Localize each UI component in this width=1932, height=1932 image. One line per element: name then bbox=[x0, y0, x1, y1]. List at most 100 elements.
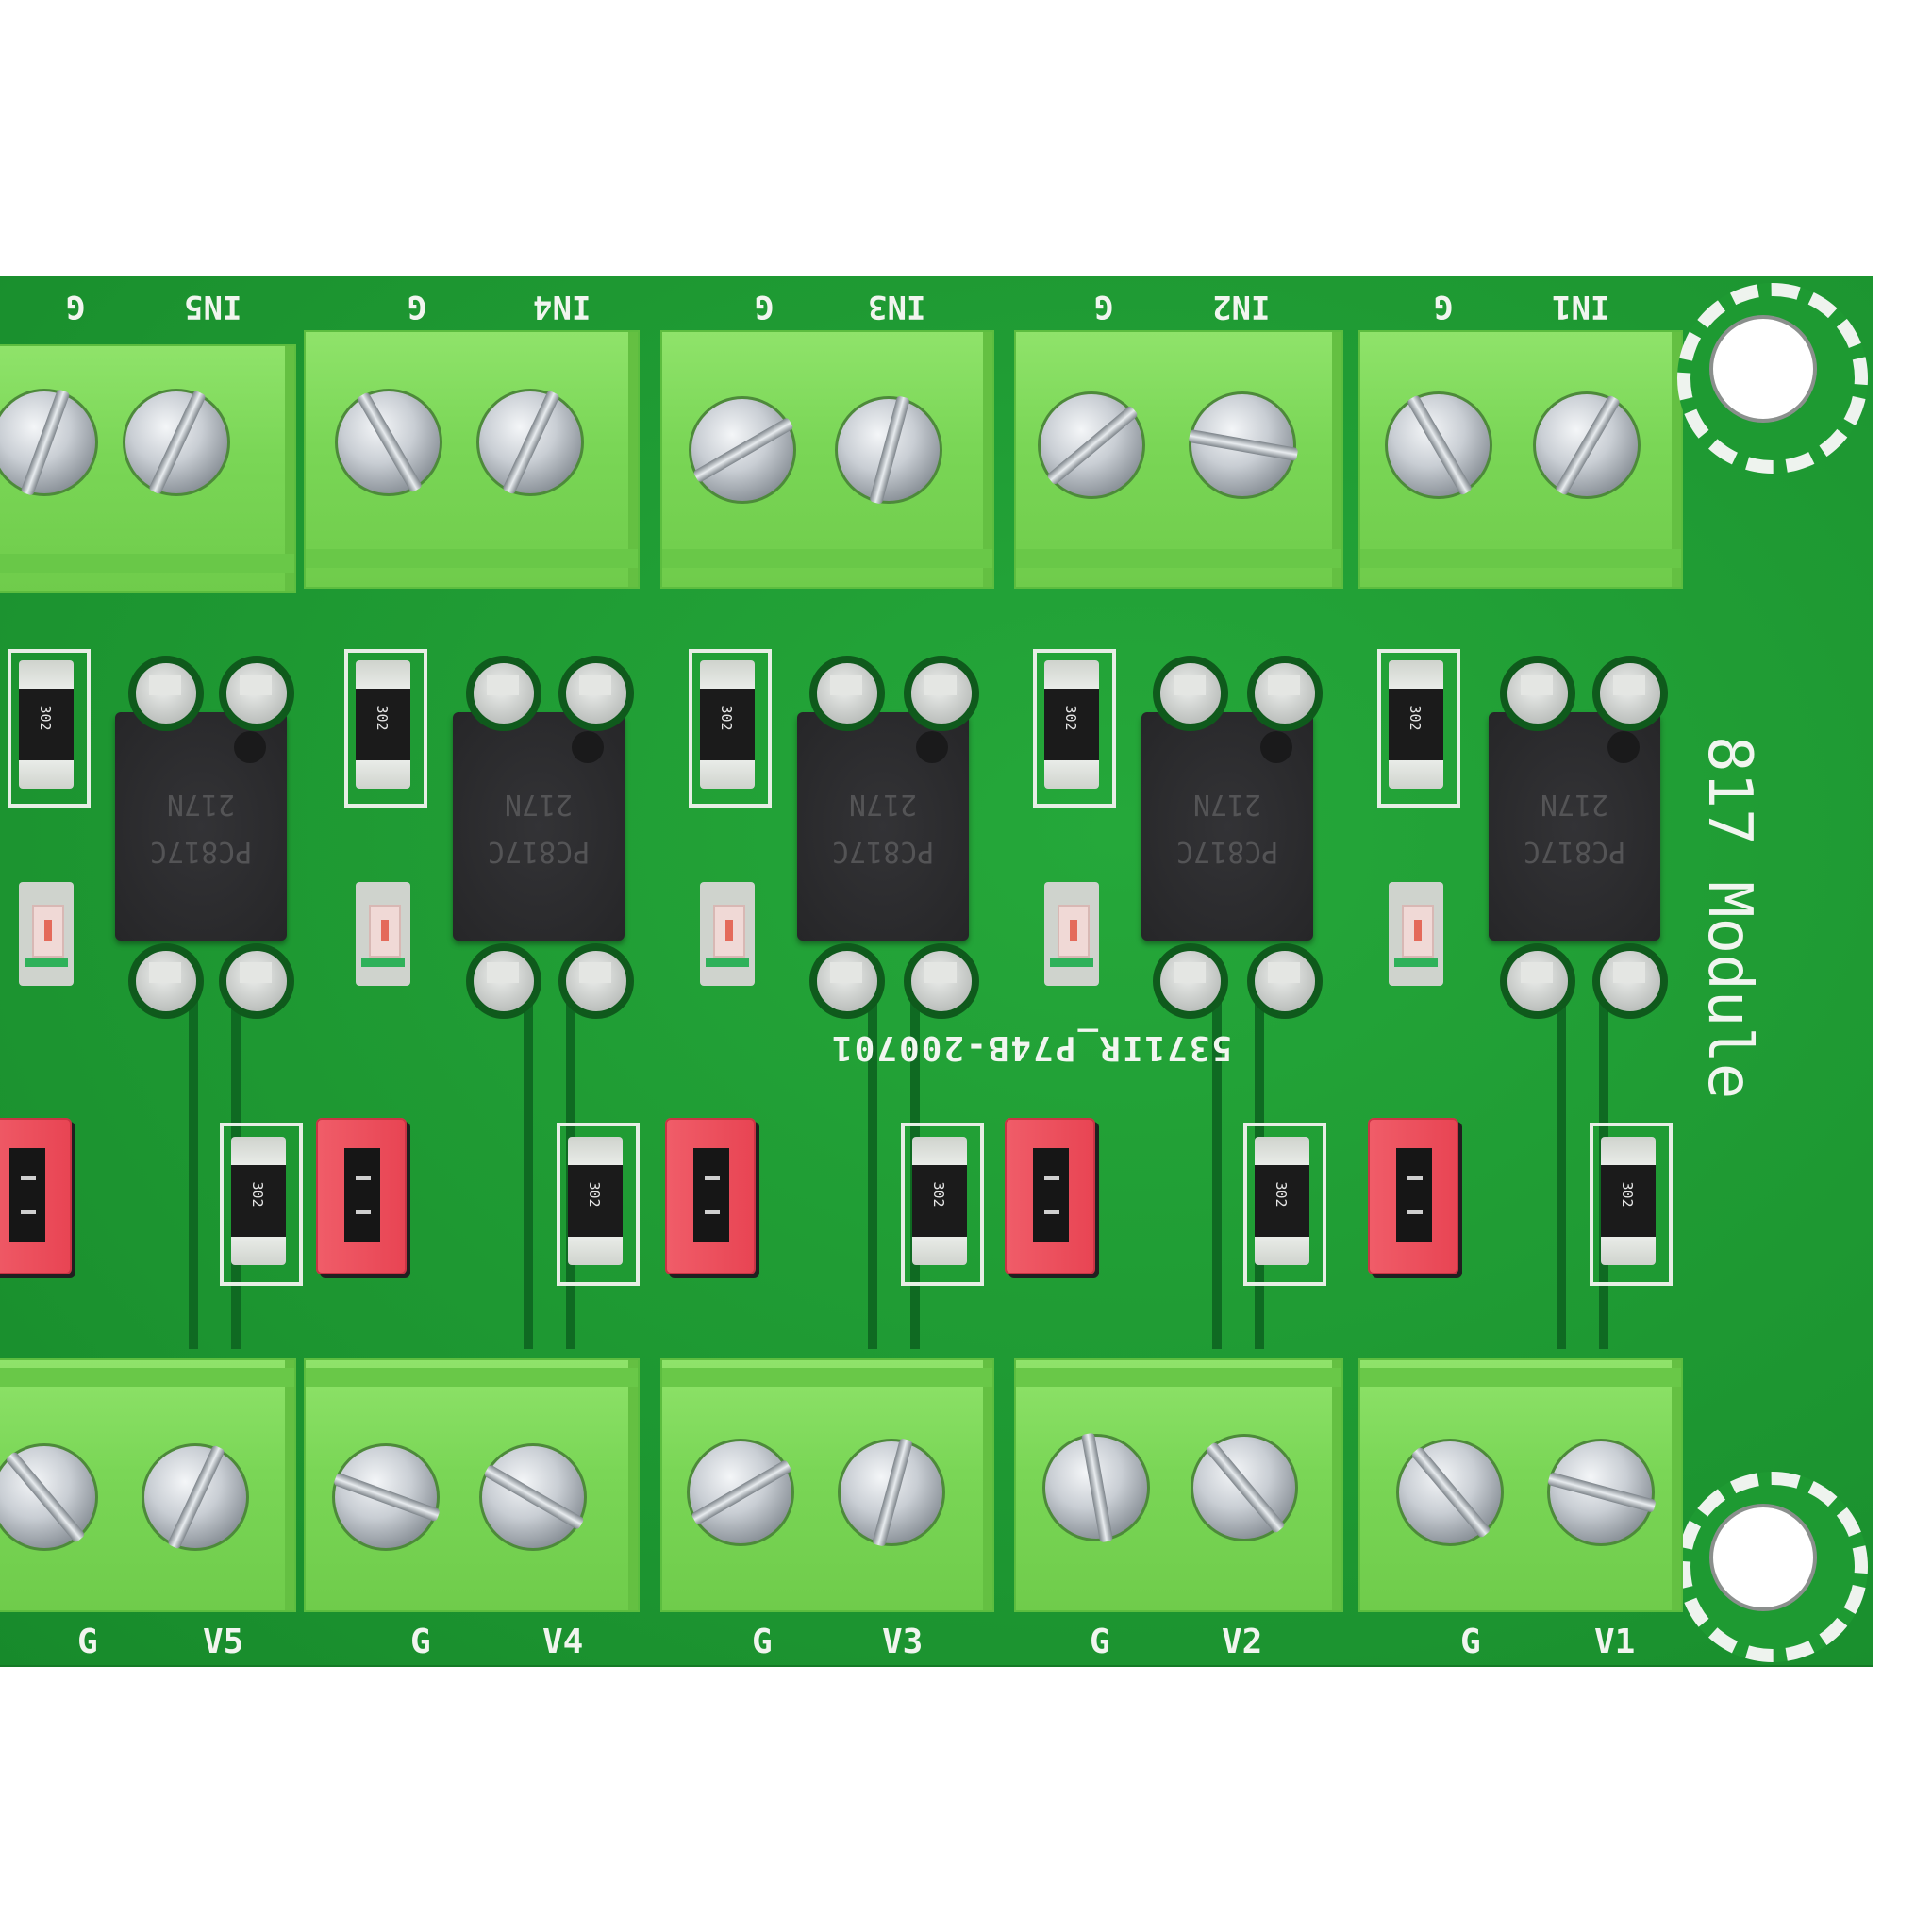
screw-g4[interactable] bbox=[335, 389, 442, 496]
solder-pad bbox=[1153, 656, 1228, 731]
solder-pad bbox=[219, 943, 294, 1019]
resistor-r1: 302 bbox=[1389, 660, 1443, 789]
resistor-outline bbox=[8, 649, 91, 808]
resistor-outline bbox=[1033, 649, 1116, 808]
silk-label-in1: IN1 bbox=[1552, 288, 1610, 325]
solder-pad bbox=[1592, 656, 1668, 731]
mounting-hole-top bbox=[1677, 283, 1868, 474]
optocoupler-chip-3: 217N PC817C bbox=[797, 712, 969, 941]
resistor-outline bbox=[1377, 649, 1460, 808]
solder-pad bbox=[809, 656, 885, 731]
resistor-outline bbox=[1590, 1123, 1673, 1286]
terminal-block-v4 bbox=[304, 1358, 640, 1612]
jumper-cap-3[interactable] bbox=[665, 1118, 756, 1274]
resistor-r3: 302 bbox=[700, 660, 755, 789]
silk-label-g-v3: G bbox=[752, 1623, 773, 1661]
silk-label-g-v1: G bbox=[1460, 1623, 1481, 1661]
jumper-cap-5[interactable] bbox=[0, 1118, 72, 1274]
resistor-outline bbox=[901, 1123, 984, 1286]
resistor-outline bbox=[344, 649, 427, 808]
indicator-led-1 bbox=[1389, 882, 1443, 986]
silk-label-g3: G bbox=[755, 288, 774, 325]
screw-g5[interactable] bbox=[0, 389, 98, 496]
silk-label-g2: G bbox=[1094, 288, 1114, 325]
silk-label-v5: V5 bbox=[203, 1623, 244, 1661]
solder-pad bbox=[1153, 943, 1228, 1019]
screw-g3[interactable] bbox=[689, 396, 796, 504]
indicator-led-5 bbox=[19, 882, 74, 986]
resistor-r6: 302 bbox=[1601, 1137, 1656, 1265]
silk-label-g5: G bbox=[66, 288, 86, 325]
screw-g2[interactable] bbox=[1038, 391, 1145, 499]
resistor-outline bbox=[557, 1123, 640, 1286]
pcb-trace bbox=[1212, 972, 1222, 1349]
indicator-led-3 bbox=[700, 882, 755, 986]
resistor-r2: 302 bbox=[1044, 660, 1099, 789]
solder-pad bbox=[809, 943, 885, 1019]
solder-pad bbox=[558, 943, 634, 1019]
screw-in2[interactable] bbox=[1188, 391, 1299, 499]
screw-v4[interactable] bbox=[479, 1443, 587, 1551]
silk-label-v3: V3 bbox=[882, 1623, 924, 1661]
silk-label-g-v4: G bbox=[410, 1623, 431, 1661]
silk-label-v1: V1 bbox=[1594, 1623, 1636, 1661]
solder-pad bbox=[1500, 656, 1575, 731]
pcb-trace bbox=[868, 972, 877, 1349]
screw-v5[interactable] bbox=[142, 1443, 249, 1551]
optocoupler-chip-1: 217N PC817C bbox=[1489, 712, 1660, 941]
resistor-outline bbox=[220, 1123, 303, 1286]
resistor-r8: 302 bbox=[912, 1137, 967, 1265]
solder-pad bbox=[219, 656, 294, 731]
resistor-outline bbox=[689, 649, 772, 808]
mounting-hole-bottom bbox=[1677, 1472, 1868, 1662]
solder-pad bbox=[904, 656, 979, 731]
silk-label-in4: IN4 bbox=[533, 288, 591, 325]
jumper-cap-2[interactable] bbox=[1005, 1118, 1095, 1274]
optocoupler-chip-2: 217N PC817C bbox=[1141, 712, 1313, 941]
solder-pad bbox=[904, 943, 979, 1019]
screw-v2[interactable] bbox=[1191, 1434, 1298, 1541]
screw-in5[interactable] bbox=[123, 389, 230, 496]
silk-label-in5: IN5 bbox=[184, 288, 242, 325]
pcb-trace bbox=[189, 972, 198, 1349]
resistor-r7: 302 bbox=[1255, 1137, 1309, 1265]
silk-label-v4: V4 bbox=[542, 1623, 584, 1661]
resistor-r4: 302 bbox=[356, 660, 410, 789]
solder-pad bbox=[128, 656, 204, 731]
silk-label-g1: G bbox=[1434, 288, 1454, 325]
optocoupler-chip-4: 217N PC817C bbox=[453, 712, 625, 941]
screw-g-v1[interactable] bbox=[1396, 1439, 1504, 1546]
silk-label-in3: IN3 bbox=[868, 288, 926, 325]
silk-label-v2: V2 bbox=[1222, 1623, 1263, 1661]
solder-pad bbox=[1247, 943, 1323, 1019]
screw-g-v4[interactable] bbox=[332, 1443, 441, 1551]
solder-pad bbox=[1592, 943, 1668, 1019]
screw-in1[interactable] bbox=[1533, 391, 1641, 499]
resistor-r5: 302 bbox=[19, 660, 74, 789]
screw-g-v3[interactable] bbox=[687, 1439, 794, 1546]
silk-label-g4: G bbox=[408, 288, 427, 325]
silk-label-in2: IN2 bbox=[1212, 288, 1271, 325]
pcb-trace bbox=[524, 972, 533, 1349]
screw-g-v5[interactable] bbox=[0, 1443, 98, 1551]
silk-label-g-v5: G bbox=[77, 1623, 98, 1661]
indicator-led-2 bbox=[1044, 882, 1099, 986]
screw-v1[interactable] bbox=[1547, 1439, 1657, 1546]
optocoupler-chip-5: 217N PC817C bbox=[115, 712, 287, 941]
screw-v3[interactable] bbox=[838, 1438, 945, 1547]
jumper-cap-1[interactable] bbox=[1368, 1118, 1458, 1274]
screw-in3[interactable] bbox=[835, 395, 942, 505]
jumper-cap-4[interactable] bbox=[316, 1118, 407, 1274]
solder-pad bbox=[1247, 656, 1323, 731]
indicator-led-4 bbox=[356, 882, 410, 986]
resistor-r9: 302 bbox=[568, 1137, 623, 1265]
solder-pad bbox=[466, 656, 541, 731]
screw-g1[interactable] bbox=[1385, 391, 1492, 499]
solder-pad bbox=[128, 943, 204, 1019]
resistor-outline bbox=[1243, 1123, 1326, 1286]
screw-g-v2[interactable] bbox=[1042, 1432, 1150, 1543]
screw-in4[interactable] bbox=[476, 389, 584, 496]
solder-pad bbox=[1500, 943, 1575, 1019]
pcb-trace bbox=[1557, 972, 1566, 1349]
silk-label-g-v2: G bbox=[1090, 1623, 1110, 1661]
